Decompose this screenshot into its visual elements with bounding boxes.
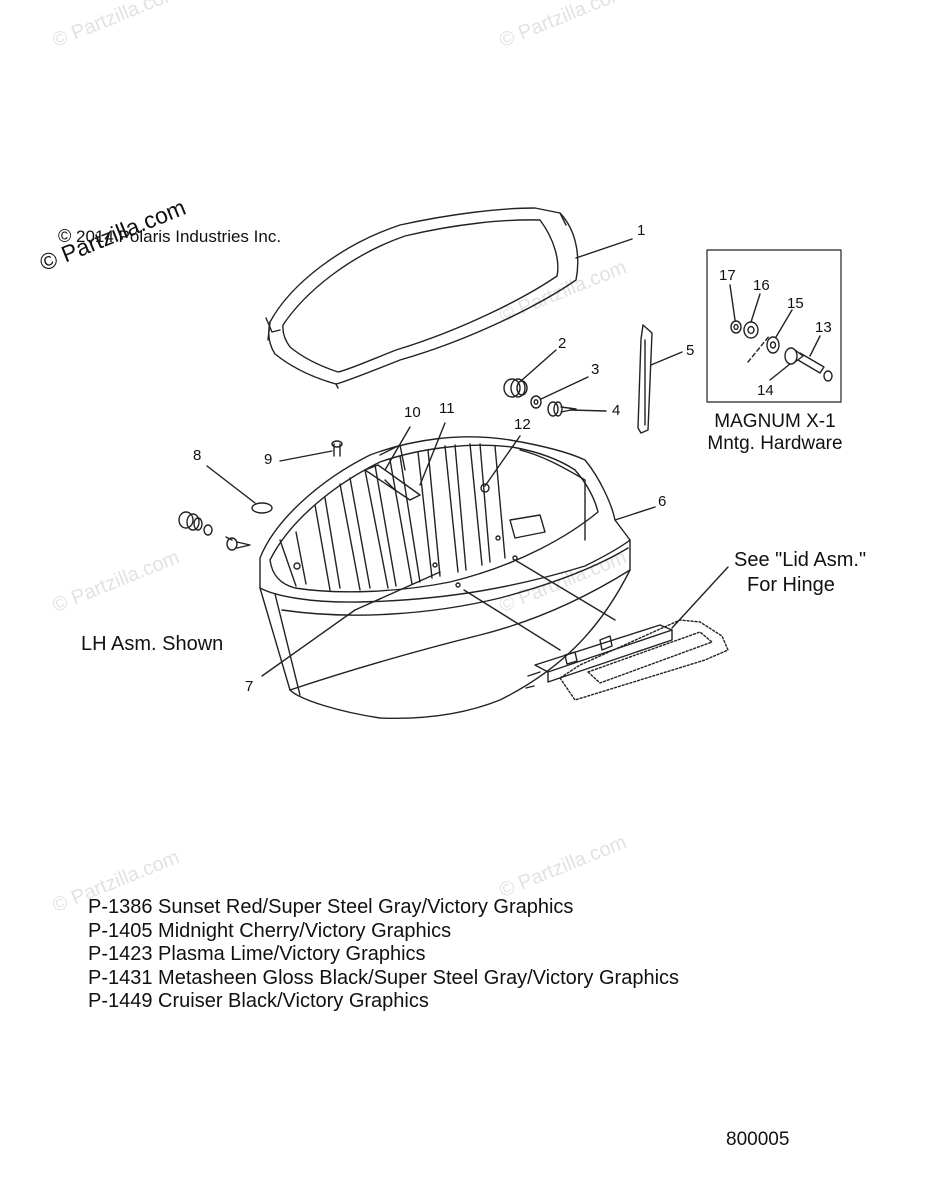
- diagram-number: 800005: [726, 1129, 790, 1150]
- guide-line: [463, 589, 561, 651]
- callout-2: 2: [558, 335, 567, 352]
- guide-line: [514, 559, 616, 621]
- callout-9: 9: [264, 451, 273, 468]
- copyright-notice: © 2014 Polaris Industries Inc.: [58, 226, 282, 246]
- graphics-item: P-1405 Midnight Cherry/Victory Graphics: [88, 919, 452, 942]
- callout-5: 5: [686, 342, 695, 359]
- leader-line: [261, 609, 356, 677]
- callout-15: 15: [787, 295, 804, 312]
- lh-asm-caption: LH Asm. Shown: [81, 633, 224, 655]
- leader-line: [279, 450, 333, 462]
- side-grommet: [178, 511, 251, 551]
- graphics-item: P-1449 Cruiser Black/Victory Graphics: [88, 990, 429, 1013]
- see-lid-caption: See "Lid Asm.": [734, 549, 867, 571]
- callout-7: 7: [245, 678, 254, 695]
- graphics-item: P-1431 Metasheen Gloss Black/Super Steel…: [88, 966, 680, 989]
- leader-line: [575, 238, 633, 259]
- callout-11: 11: [439, 400, 455, 417]
- hardware-parts: [729, 284, 833, 382]
- leader-line: [671, 566, 729, 629]
- trim-strip: [637, 324, 653, 434]
- hardware-box-title-line1: MAGNUM X-1: [714, 411, 836, 432]
- lid-seal: [265, 207, 579, 389]
- saddlebag-body: [259, 436, 631, 719]
- pin: [331, 440, 343, 457]
- callout-10: 10: [404, 404, 421, 421]
- callout-4: 4: [612, 402, 621, 419]
- callout-14: 14: [757, 382, 774, 399]
- leader-line: [354, 571, 441, 611]
- leader-line: [650, 351, 683, 366]
- graphics-list: P-1386 Sunset Red/Super Steel Gray/Victo…: [88, 896, 679, 1014]
- grommet: [503, 378, 528, 398]
- leader-line: [419, 422, 446, 486]
- graphics-item: P-1423 Plasma Lime/Victory Graphics: [88, 943, 426, 966]
- callout-1: 1: [637, 222, 646, 239]
- plug: [251, 502, 273, 514]
- hardware-box: [706, 249, 842, 403]
- callout-8: 8: [193, 447, 202, 464]
- callout-3: 3: [591, 361, 600, 378]
- leader-line: [484, 435, 521, 487]
- callout-13: 13: [815, 319, 832, 336]
- copyright-icon: ©: [58, 226, 72, 246]
- leader-line: [540, 376, 589, 400]
- callout-12: 12: [514, 416, 531, 433]
- for-hinge-caption: For Hinge: [747, 574, 835, 596]
- leader-line: [521, 349, 557, 381]
- callout-6: 6: [658, 493, 667, 510]
- callout-17: 17: [719, 267, 736, 284]
- washer: [530, 395, 542, 409]
- hardware-box-title: MAGNUM X-1 Mntg. Hardware: [700, 411, 850, 455]
- leader-line: [569, 409, 607, 412]
- graphics-item: P-1386 Sunset Red/Super Steel Gray/Victo…: [88, 896, 574, 918]
- screw: [547, 401, 577, 417]
- callout-16: 16: [753, 277, 770, 294]
- hardware-box-title-line2: Mntg. Hardware: [707, 433, 843, 454]
- leader-line: [614, 506, 656, 521]
- hinge-assembly: [525, 619, 729, 701]
- leader-line: [384, 426, 411, 471]
- leader-line: [206, 465, 256, 504]
